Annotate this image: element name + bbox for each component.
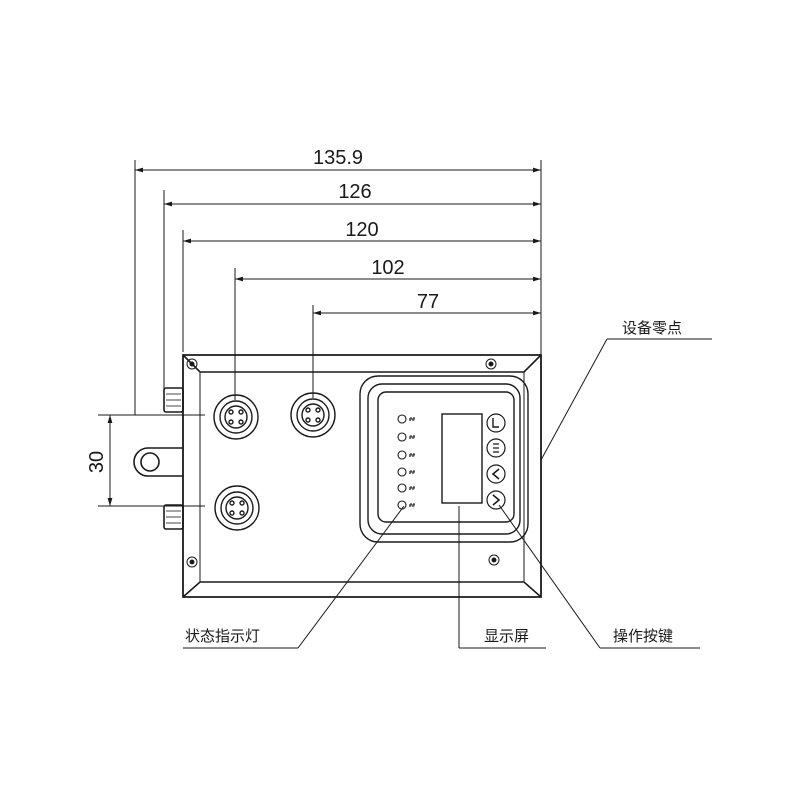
operation-keys	[486, 413, 506, 510]
key-right-icon	[486, 490, 506, 510]
dimension-labels: 135.9 126 120 102 77 30	[86, 147, 439, 473]
indicator-label: ##	[409, 503, 415, 509]
dim-120: 120	[345, 219, 378, 241]
dim-102: 102	[371, 257, 404, 279]
dim-126: 126	[338, 181, 371, 203]
dimension-lines	[98, 160, 542, 507]
screw-icon	[186, 556, 198, 568]
device-body	[133, 354, 542, 598]
corner-screws	[186, 358, 500, 568]
connector-top-right	[290, 392, 336, 438]
indicator-label: ##	[409, 486, 415, 492]
control-panel	[359, 375, 529, 543]
label-display: 显示屏	[484, 627, 529, 645]
dim-77: 77	[417, 291, 439, 313]
indicator-light	[397, 414, 407, 510]
connector-top-left	[213, 394, 259, 440]
indicator-label: ##	[409, 470, 415, 476]
connector-bottom	[214, 485, 260, 531]
key-enter-icon	[486, 413, 506, 433]
indicator-label: ##	[409, 417, 415, 423]
callout-labels: 设备零点 状态指示灯 显示屏 操作按键	[185, 319, 682, 645]
key-menu-icon	[486, 438, 506, 458]
dim-135-9: 135.9	[313, 147, 363, 169]
screw-icon	[186, 358, 198, 370]
screw-icon	[485, 358, 497, 370]
screw-icon	[488, 554, 500, 566]
dim-30: 30	[86, 451, 108, 473]
label-zero-point: 设备零点	[622, 319, 682, 337]
callout-leaders	[183, 338, 712, 649]
key-left-icon	[486, 464, 506, 484]
display-screen	[441, 413, 483, 504]
indicator-label: ##	[409, 435, 415, 441]
label-keys: 操作按键	[613, 627, 673, 645]
status-indicators: ## ## ## ## ## ##	[397, 414, 415, 510]
indicator-label: ##	[409, 453, 415, 459]
label-status-lights: 状态指示灯	[185, 627, 260, 645]
